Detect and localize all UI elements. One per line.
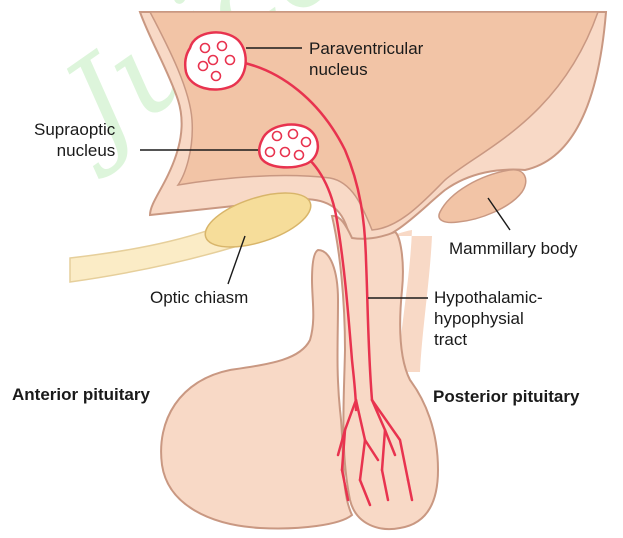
mammillary-body-label: Mammillary body xyxy=(449,238,577,259)
posterior-pituitary-label: Posterior pituitary xyxy=(433,386,579,407)
tract-label-line-2: hypophysial xyxy=(434,308,543,329)
paraventricular-label-line-1: Paraventricular xyxy=(309,38,423,59)
hypothalamic-hypophysial-tract-label: Hypothalamic- hypophysial tract xyxy=(434,287,543,350)
paraventricular-label-line-2: nucleus xyxy=(309,59,423,80)
anterior-pituitary-label: Anterior pituitary xyxy=(12,384,150,405)
supraoptic-label-line-1: Supraoptic xyxy=(34,119,115,140)
supraoptic-label-line-2: nucleus xyxy=(34,140,115,161)
supraoptic-nucleus-label: Supraoptic nucleus xyxy=(34,119,115,161)
paraventricular-nucleus-label: Paraventricular nucleus xyxy=(309,38,423,80)
tract-label-line-1: Hypothalamic- xyxy=(434,287,543,308)
supraoptic-nucleus-shape xyxy=(259,125,318,168)
paraventricular-nucleus-shape xyxy=(185,32,245,89)
optic-chiasm-label: Optic chiasm xyxy=(150,287,248,308)
tract-label-line-3: tract xyxy=(434,329,543,350)
